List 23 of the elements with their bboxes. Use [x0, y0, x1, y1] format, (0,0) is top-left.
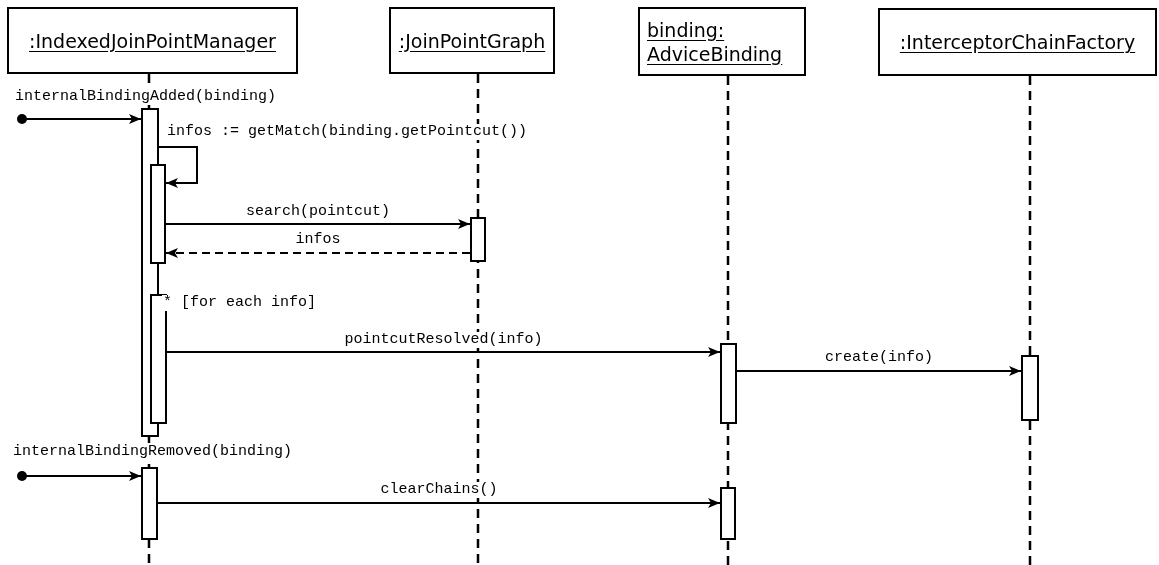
activation-bar [141, 467, 158, 540]
message-arrow [157, 498, 721, 508]
message-arrow [17, 114, 142, 124]
message-arrow [158, 146, 198, 188]
participant-box [7, 7, 298, 74]
message-arrow [736, 366, 1022, 376]
message-arrow [17, 471, 142, 481]
activation-bar [720, 487, 736, 540]
participant-box [878, 8, 1157, 76]
participant-name: :InterceptorChainFactory [899, 30, 1136, 54]
activation-bar [150, 164, 166, 264]
participant-box [389, 7, 555, 74]
message-arrow [165, 248, 471, 258]
message-arrow [165, 219, 471, 229]
participant-name: :JoinPointGraph [398, 28, 546, 53]
participant-name: :IndexedJoinPointManager [29, 28, 276, 53]
activation-bar [1021, 355, 1039, 421]
activation-bar [470, 217, 486, 262]
activation-bar [150, 294, 167, 424]
message-arrow [166, 347, 721, 357]
activation-bar [720, 343, 737, 424]
participant-box [638, 7, 806, 76]
participant-name: binding: AdviceBinding [647, 17, 784, 66]
